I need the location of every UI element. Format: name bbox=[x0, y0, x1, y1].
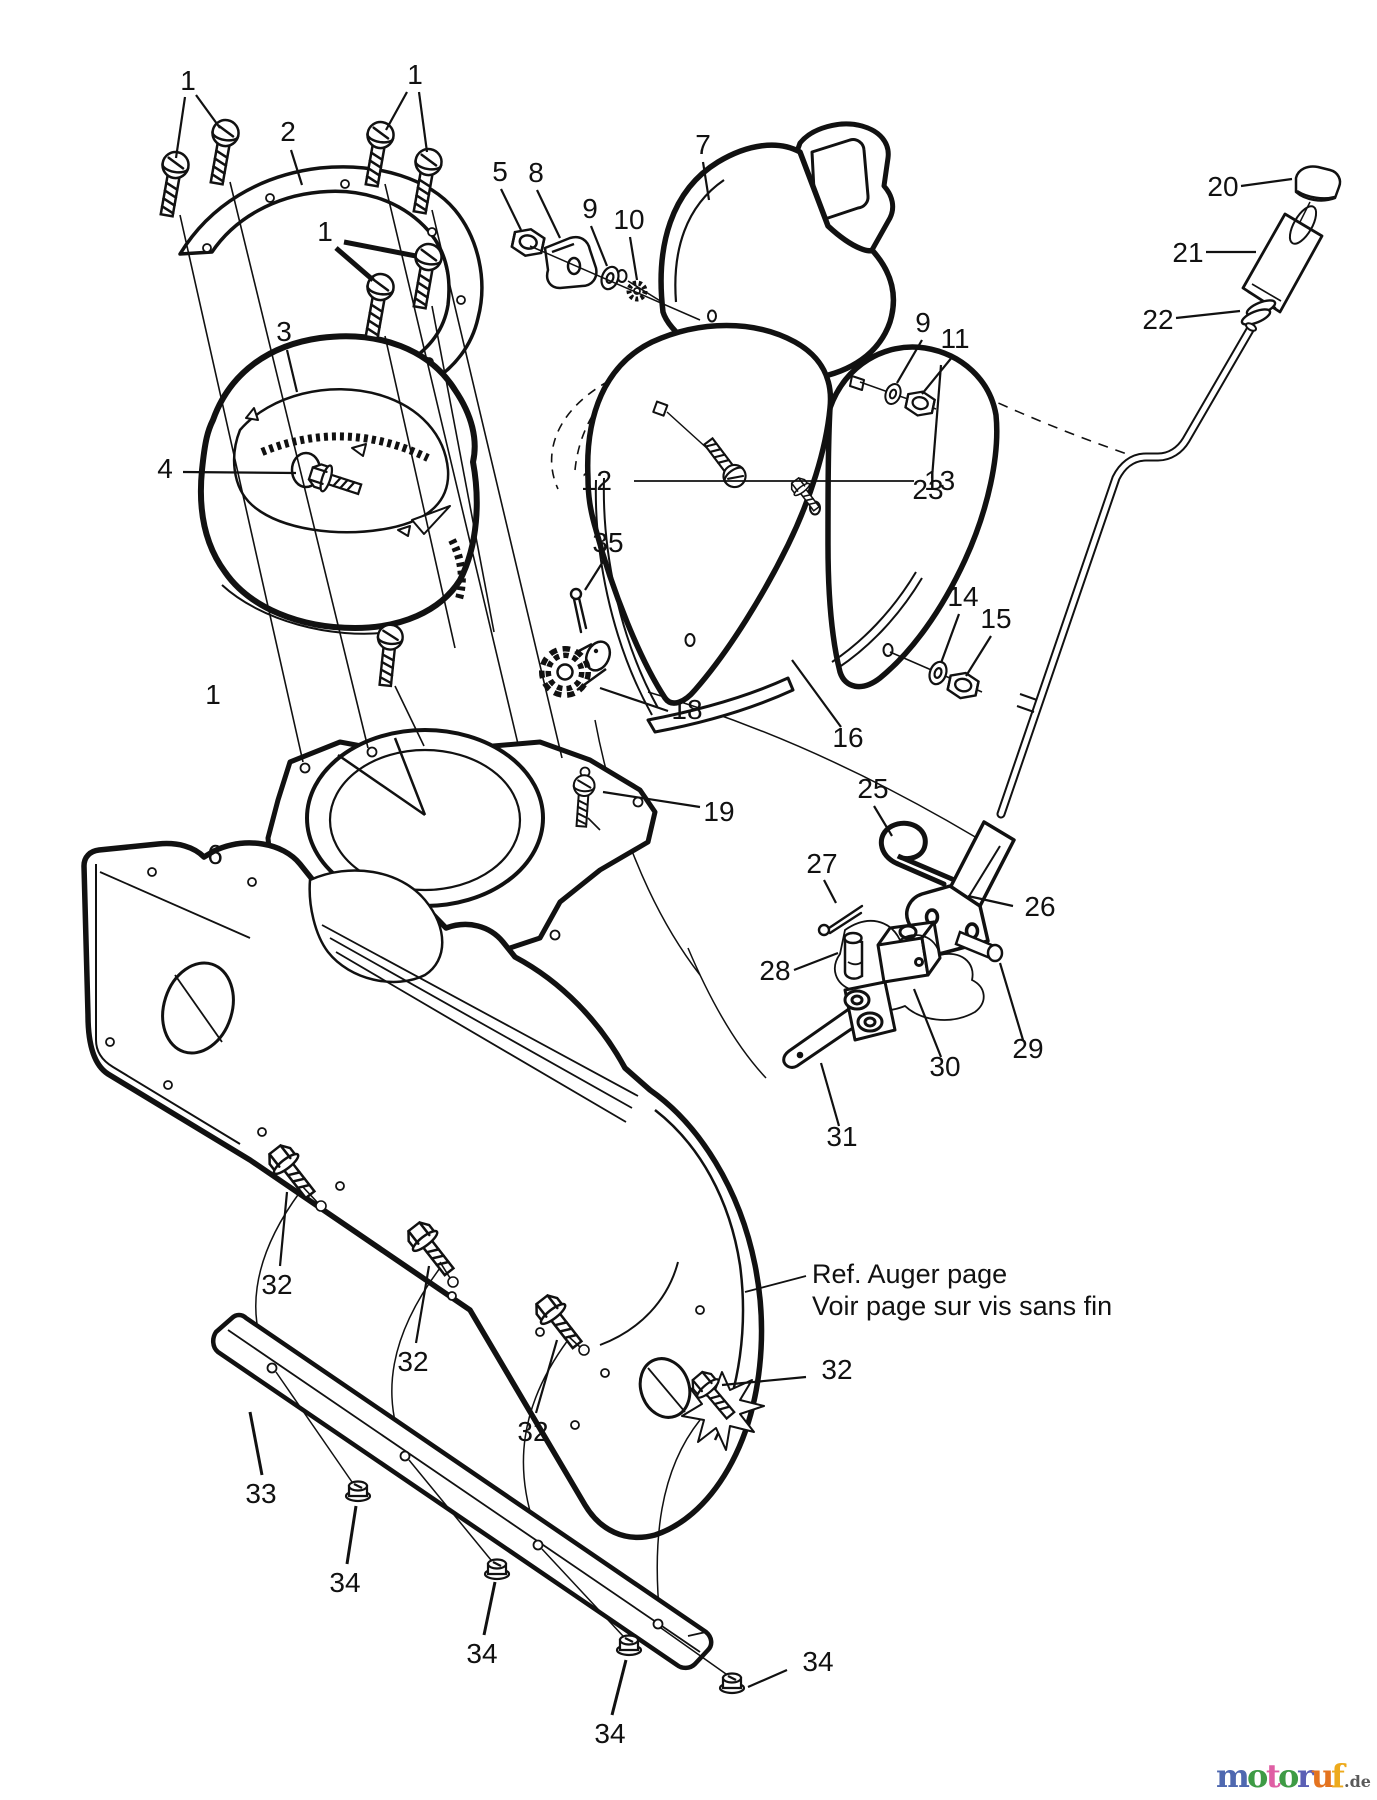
callout-19: 19 bbox=[703, 796, 734, 827]
watermark-letter-f[interactable]: f bbox=[1331, 1757, 1347, 1795]
callout-14: 14 bbox=[947, 581, 978, 612]
axis-line-5-10 bbox=[529, 245, 701, 321]
callout-30: 30 bbox=[929, 1051, 960, 1082]
part-35-cotter-pin bbox=[569, 587, 588, 634]
callout-35: 35 bbox=[592, 527, 623, 558]
part-22-washer bbox=[1240, 299, 1277, 326]
callout-18: 18 bbox=[671, 694, 702, 725]
callout-11: 11 bbox=[940, 323, 969, 354]
callout-5: 5 bbox=[492, 156, 508, 187]
part-16-lower-chute bbox=[584, 322, 1000, 734]
callout-32a: 32 bbox=[261, 1269, 292, 1300]
ref-note-line1: Ref. Auger page bbox=[812, 1259, 1007, 1289]
callout-4: 4 bbox=[157, 453, 173, 484]
watermark-letter-o2[interactable]: o bbox=[1278, 1757, 1299, 1795]
watermark-letter-m[interactable]: m bbox=[1216, 1757, 1250, 1795]
callout-28: 28 bbox=[759, 955, 790, 986]
part-29-clevis-pin bbox=[954, 930, 1004, 963]
callout-32c: 32 bbox=[517, 1416, 548, 1447]
callout-21: 21 bbox=[1172, 237, 1203, 268]
leader-lines bbox=[174, 91, 1293, 1716]
ref-note: Ref. Auger page Voir page sur vis sans f… bbox=[812, 1259, 1112, 1321]
part-25-hairpin-clip bbox=[879, 820, 955, 887]
nut-34-group bbox=[275, 1371, 746, 1695]
callout-31: 31 bbox=[826, 1121, 857, 1152]
callout-29: 29 bbox=[1012, 1033, 1043, 1064]
callout-1a: 1 bbox=[180, 65, 196, 96]
callout-34a: 34 bbox=[329, 1567, 360, 1598]
callout-9b: 9 bbox=[915, 307, 931, 338]
callout-25: 25 bbox=[857, 773, 888, 804]
callout-34b: 34 bbox=[466, 1638, 497, 1669]
bolt-alignment-lines bbox=[179, 181, 601, 831]
callout-3: 3 bbox=[276, 316, 292, 347]
callout-27: 27 bbox=[806, 848, 837, 879]
part-18-pinion-gear bbox=[539, 640, 612, 698]
watermark-letter-u[interactable]: u bbox=[1311, 1757, 1334, 1795]
part-20-knob-cap bbox=[1294, 165, 1342, 202]
part-33-scraper-bar bbox=[211, 1312, 714, 1671]
callout-1b: 1 bbox=[407, 59, 423, 90]
callout-6: 6 bbox=[207, 839, 223, 870]
part-7-upper-chute-deflector bbox=[616, 121, 897, 383]
callout-20: 20 bbox=[1207, 171, 1238, 202]
part-34-flange-nut-b bbox=[483, 1558, 511, 1581]
callout-34d: 34 bbox=[802, 1646, 833, 1677]
callout-33: 33 bbox=[245, 1478, 276, 1509]
part-4-center-bolt bbox=[290, 451, 365, 504]
callout-23: 23 bbox=[912, 474, 943, 505]
callout-26: 26 bbox=[1024, 891, 1055, 922]
watermark-letter-t[interactable]: t bbox=[1266, 1757, 1281, 1795]
callout-22: 22 bbox=[1142, 304, 1173, 335]
callout-10: 10 bbox=[613, 204, 644, 235]
callout-9a: 9 bbox=[582, 193, 598, 224]
callout-2: 2 bbox=[280, 116, 296, 147]
callout-8: 8 bbox=[528, 157, 544, 188]
part-30-pivot-block bbox=[876, 920, 942, 984]
part-8-bracket bbox=[543, 235, 598, 290]
callout-13: 13 bbox=[924, 465, 955, 496]
callout-34c: 34 bbox=[594, 1718, 625, 1749]
part-34-flange-nut-c bbox=[615, 1634, 643, 1657]
callout-32b: 32 bbox=[397, 1346, 428, 1377]
callout-1c: 1 bbox=[317, 216, 333, 247]
part-28-pin bbox=[843, 931, 864, 980]
auger-housing bbox=[81, 840, 765, 1541]
watermark-letter-r[interactable]: r bbox=[1297, 1757, 1315, 1795]
part-31-shaft bbox=[782, 980, 897, 1069]
callout-1d: 1 bbox=[205, 679, 221, 710]
ref-note-line2: Voir page sur vis sans fin bbox=[812, 1291, 1112, 1321]
callout-labels: 1 1 2 1 3 4 5 8 9 10 7 9 11 12 13 14 15 … bbox=[157, 59, 1238, 1749]
callout-32d: 32 bbox=[821, 1354, 852, 1385]
watermark-logo[interactable]: m o t o r u f .de bbox=[1216, 1757, 1371, 1795]
callout-7: 7 bbox=[695, 129, 711, 160]
callout-16: 16 bbox=[832, 722, 863, 753]
part-26-clevis-coupler bbox=[905, 820, 1016, 956]
part-34-flange-nut-a bbox=[344, 1480, 372, 1503]
watermark-letter-o1[interactable]: o bbox=[1247, 1757, 1268, 1795]
callout-12: 12 bbox=[581, 465, 612, 496]
part-23-crank-rod bbox=[996, 322, 1257, 819]
axis-line-20-21 bbox=[1299, 201, 1311, 223]
part-34-flange-nut-d bbox=[718, 1672, 746, 1695]
part-27-cotter-pin bbox=[817, 904, 864, 937]
callout-15: 15 bbox=[980, 603, 1011, 634]
watermark-suffix[interactable]: .de bbox=[1344, 1772, 1371, 1791]
